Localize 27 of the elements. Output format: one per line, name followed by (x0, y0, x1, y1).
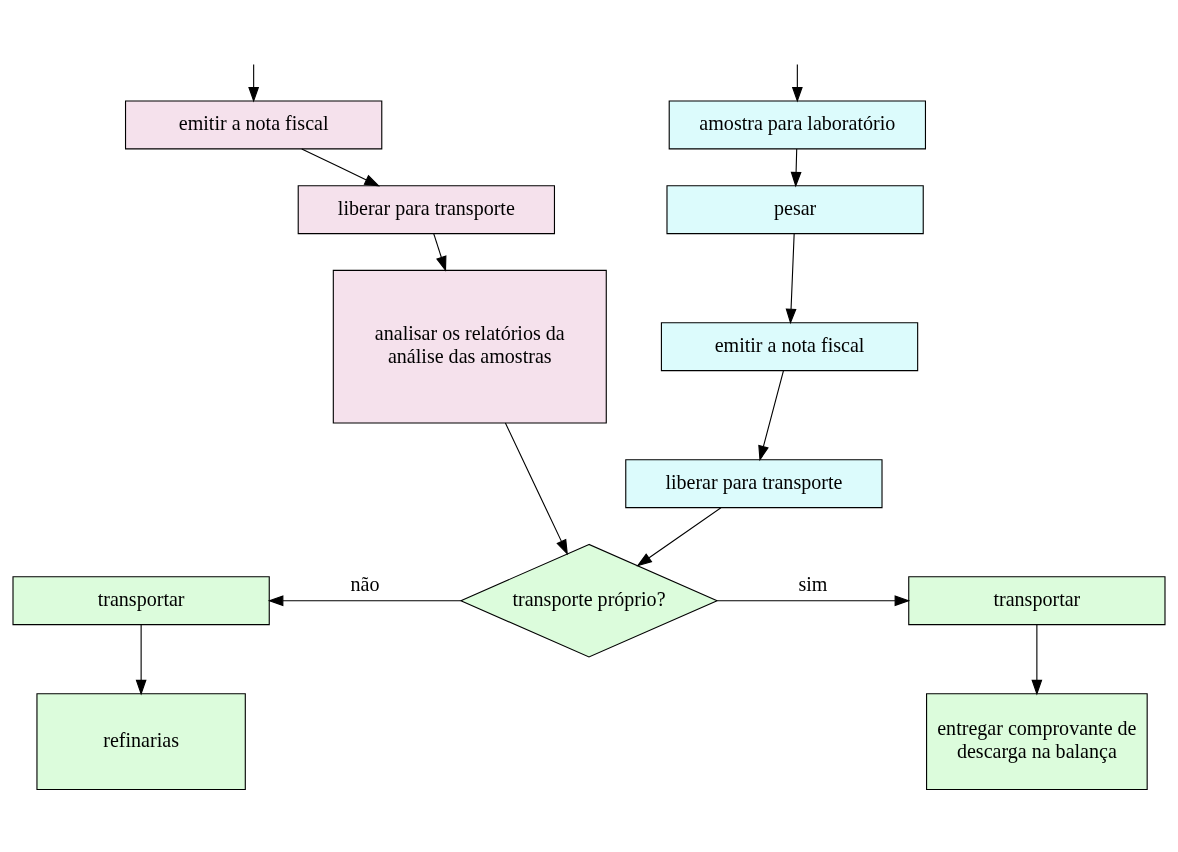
node-box: amostra para laboratório (668, 99, 926, 149)
arrow (636, 506, 722, 567)
edge-label: sim (798, 572, 828, 595)
node-box: transportar (12, 575, 270, 625)
arrow (301, 148, 380, 186)
node-box: entregar comprovante de descarga na balança (926, 692, 1148, 790)
edge-label: não (350, 572, 380, 595)
node-box: transportar (908, 575, 1166, 625)
node-diamond: transporte próprio? (459, 543, 719, 658)
node-box: emitir a nota fiscal (124, 99, 383, 149)
node-box: emitir a nota fiscal (660, 321, 919, 371)
arrow (785, 232, 797, 324)
node-box: liberar para transporte (625, 458, 883, 508)
node-box: pesar (666, 184, 924, 234)
arrow (716, 594, 911, 606)
arrow (758, 369, 785, 461)
arrow (504, 421, 568, 555)
arrow (791, 63, 803, 102)
arrow (433, 232, 447, 272)
arrow (267, 594, 462, 606)
arrow (248, 63, 260, 102)
node-box: analisar os relatórios da análise das amostras (332, 269, 607, 424)
arrow (790, 148, 802, 187)
node-box: refinarias (36, 692, 246, 790)
arrow (1031, 623, 1043, 695)
arrow (135, 623, 147, 695)
node-box: liberar para transporte (297, 184, 555, 234)
